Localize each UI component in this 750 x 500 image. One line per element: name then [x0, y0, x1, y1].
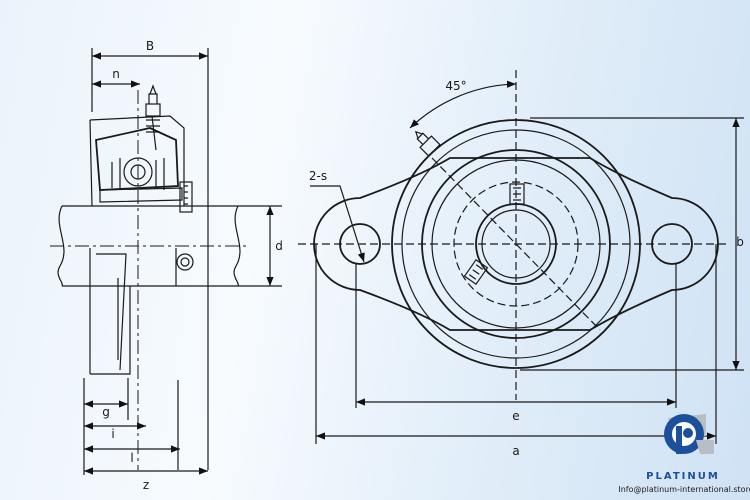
- label-a: a: [512, 444, 519, 458]
- label-l: l: [130, 451, 133, 465]
- brand: PLATINUM Info@platinum-international.sto…: [618, 414, 750, 494]
- brand-email: Info@platinum-international.store: [618, 485, 750, 494]
- brand-name: PLATINUM: [646, 471, 720, 482]
- dim-e: e: [355, 264, 677, 423]
- label-i: i: [111, 427, 114, 441]
- set-screw-side: [176, 181, 194, 271]
- label-e: e: [512, 409, 519, 423]
- dim-n: n: [92, 67, 140, 88]
- dim-d: d: [238, 205, 283, 287]
- label-d: d: [275, 239, 283, 253]
- front-view: 45° 2-s e a b: [298, 70, 744, 458]
- dim-z: z: [84, 467, 208, 492]
- label-B: B: [146, 39, 154, 53]
- grease-nipple: [145, 84, 161, 151]
- housing-bottom: [89, 248, 177, 375]
- set-screw-top: [509, 183, 525, 205]
- side-view: B n d g i l: [50, 39, 283, 492]
- set-screw-lower: [463, 258, 489, 286]
- flange-outline: [313, 157, 719, 331]
- label-n: n: [112, 67, 120, 81]
- label-z: z: [143, 478, 149, 492]
- dim-i: i: [84, 422, 146, 441]
- grease-nipple-front: [414, 130, 441, 157]
- dim-holes: 2-s: [309, 169, 365, 263]
- label-g: g: [102, 405, 110, 419]
- shaft: [57, 205, 241, 287]
- housing-top: [89, 115, 185, 207]
- label-b: b: [736, 235, 744, 249]
- platinum-logo: [664, 414, 714, 454]
- diagonal-centerline-front: [431, 157, 601, 331]
- label-angle: 45°: [445, 79, 466, 93]
- dim-B: B: [91, 39, 209, 470]
- dim-b: b: [520, 117, 744, 371]
- dim-l: l: [84, 380, 180, 470]
- label-holes: 2-s: [309, 169, 327, 183]
- dim-angle: 45°: [409, 79, 517, 129]
- dim-a: a: [315, 244, 717, 458]
